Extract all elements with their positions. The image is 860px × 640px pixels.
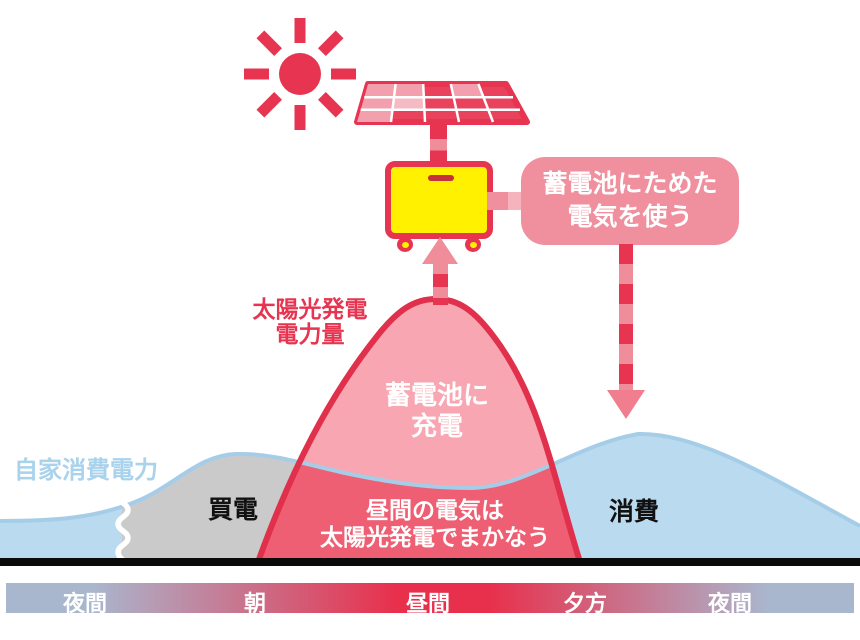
- panel-pole: [430, 122, 447, 163]
- time-of-day-bar: 夜間 朝 昼間 夕方 夜間: [6, 583, 854, 621]
- up-arrow-shaft: [433, 263, 448, 305]
- baseline-axis: [0, 558, 860, 566]
- buy-power-label: 買電: [207, 496, 259, 524]
- sun-icon: [244, 18, 356, 130]
- self-consumption-label: 自家消費電力: [14, 457, 158, 484]
- down-arrow-icon: [607, 390, 645, 419]
- battery-foot-right: [465, 237, 481, 252]
- solar-generation-label: 太陽光発電 電力量: [252, 296, 368, 347]
- time-label-evening: 夕方: [562, 591, 608, 616]
- battery-callout-connector: [487, 192, 525, 210]
- time-label-night2: 夜間: [707, 591, 753, 616]
- battery-foot-left: [397, 237, 413, 252]
- battery-slot: [428, 175, 454, 181]
- time-label-morning: 朝: [243, 591, 267, 616]
- break-mark-icon: [115, 500, 131, 563]
- daytime-self-use-region: [258, 433, 580, 562]
- time-label-daytime: 昼間: [405, 586, 451, 621]
- daytime-solar-label: 昼間の電気は 太陽光発電でまかなう: [320, 497, 550, 550]
- time-label-night1: 夜間: [62, 591, 108, 616]
- charge-battery-label: 蓄電池に 充電: [384, 380, 490, 441]
- callout-text-line2: 電気を使う: [567, 203, 693, 231]
- callout-text-line1: 蓄電池にためた: [542, 170, 718, 198]
- up-arrow-icon: [422, 237, 458, 264]
- solar-panel-icon: [354, 81, 530, 125]
- down-arrow-shaft: [619, 244, 633, 390]
- consume-label: 消費: [608, 498, 660, 526]
- battery-icon: [385, 161, 493, 252]
- stored-power-callout: 蓄電池にためた 電気を使う: [521, 157, 739, 245]
